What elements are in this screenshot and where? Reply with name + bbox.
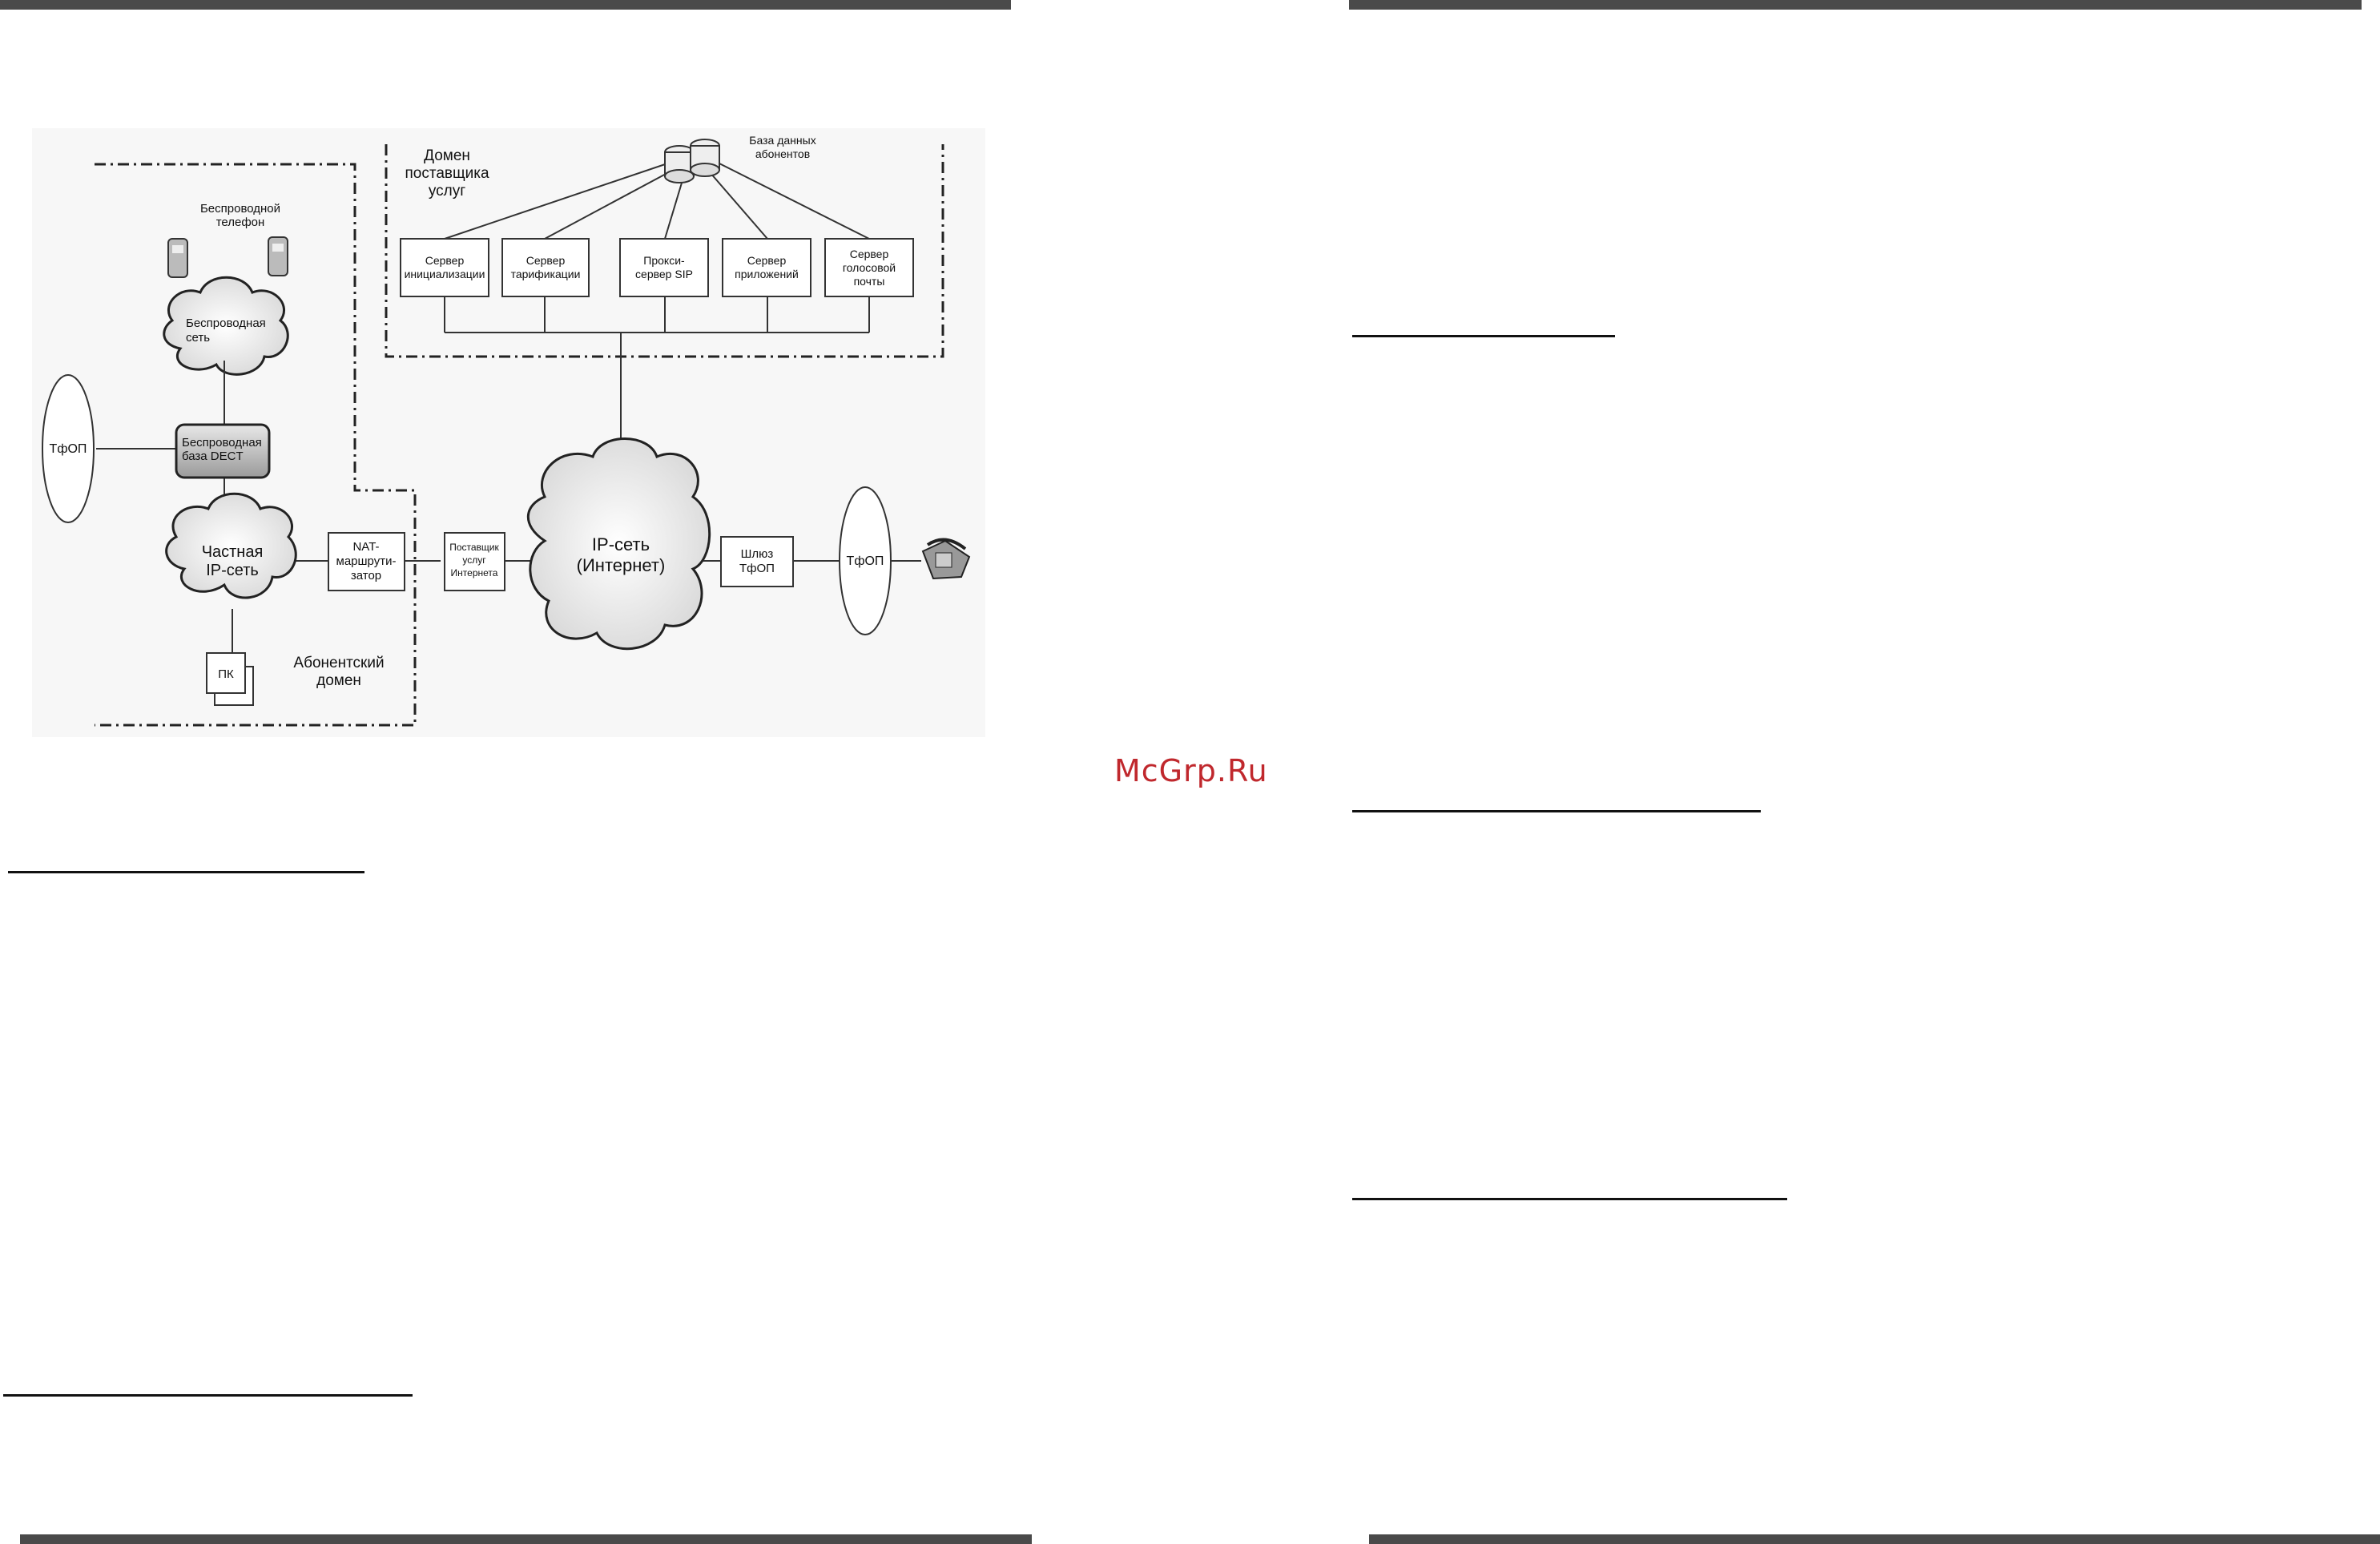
desk-phone-icon — [921, 538, 971, 580]
svg-text:сервер SIP: сервер SIP — [635, 268, 693, 280]
svg-text:База данных: База данных — [749, 134, 815, 147]
pstn-left: ТфОП — [42, 374, 95, 523]
internet-cloud: IP-сеть (Интернет) — [526, 437, 711, 651]
svg-text:Прокси-: Прокси- — [643, 254, 685, 267]
heading-rule-5 — [1352, 1198, 1787, 1200]
pstn-right: ТфОП — [839, 486, 892, 635]
cordless-phone-icon — [167, 236, 288, 278]
heading-rule-4 — [1352, 810, 1761, 812]
subscriber-domain-outline — [95, 163, 417, 727]
svg-text:ПК: ПК — [218, 667, 234, 681]
svg-text:голосовой: голосовой — [843, 261, 896, 274]
isp-box: Поставщик услуг Интернета — [444, 532, 505, 591]
svg-text:Домен: Домен — [424, 147, 470, 164]
cordless-phone-label: Беспроводной телефон — [200, 202, 280, 229]
svg-text:Частная: Частная — [202, 543, 264, 561]
server-applications: Сервер приложений — [722, 238, 811, 297]
svg-text:ТфОП: ТфОП — [739, 562, 775, 575]
dect-base: Беспроводная база DECT — [175, 423, 271, 479]
svg-text:IP-сеть: IP-сеть — [206, 562, 259, 579]
svg-text:Интернета: Интернета — [451, 567, 498, 578]
server-sip-proxy: Прокси- сервер SIP — [619, 238, 709, 297]
heading-rule-3 — [1352, 335, 1615, 337]
database-icon — [664, 139, 720, 183]
watermark: McGrp.Ru — [1114, 753, 1268, 788]
server-initialization: Сервер инициализации — [400, 238, 489, 297]
svg-text:Шлюз: Шлюз — [741, 547, 774, 561]
connectors — [96, 159, 921, 653]
svg-text:Беспроводная: Беспроводная — [186, 316, 266, 330]
svg-text:абонентов: абонентов — [755, 147, 810, 160]
heading-rule-2 — [3, 1394, 413, 1397]
svg-text:Сервер: Сервер — [747, 254, 787, 267]
nat-router: NAT- маршрути- затор — [328, 532, 405, 591]
svg-text:маршрути-: маршрути- — [336, 554, 397, 568]
svg-text:затор: затор — [351, 569, 381, 583]
svg-text:Поставщик: Поставщик — [449, 542, 499, 553]
svg-text:телефон: телефон — [216, 216, 265, 229]
network-diagram: Домен поставщика услуг База данных абоне… — [32, 128, 985, 737]
provider-domain-label: Домен поставщика услуг — [405, 147, 489, 200]
server-voicemail: Сервер голосовой почты — [824, 238, 914, 297]
subscriber-db-label: База данных абонентов — [749, 134, 815, 160]
private-ip-cloud: Частная IP-сеть — [165, 492, 297, 599]
svg-text:(Интернет): (Интернет) — [577, 555, 666, 575]
pc-icon: ПК — [206, 652, 254, 706]
top-bar-right — [1349, 0, 2362, 10]
svg-text:инициализации: инициализации — [405, 268, 485, 280]
svg-text:услуг: услуг — [462, 554, 486, 566]
svg-text:Сервер: Сервер — [526, 254, 566, 267]
subscriber-domain-label: Абонентский домен — [293, 655, 384, 689]
svg-text:поставщика: поставщика — [405, 165, 489, 182]
svg-text:почты: почты — [854, 275, 885, 288]
bottom-bar-right — [1369, 1534, 2380, 1544]
svg-text:ТфОП: ТфОП — [847, 554, 884, 568]
svg-text:NAT-: NAT- — [352, 540, 379, 554]
pstn-gateway: Шлюз ТфОП — [720, 536, 794, 587]
server-billing: Сервер тарификации — [501, 238, 590, 297]
top-bar-left — [0, 0, 1011, 10]
svg-text:IP-сеть: IP-сеть — [592, 534, 650, 554]
svg-text:услуг: услуг — [429, 183, 465, 200]
svg-text:ТфОП: ТфОП — [50, 442, 87, 456]
svg-text:Абонентский: Абонентский — [293, 655, 384, 671]
heading-rule-1 — [8, 871, 364, 873]
svg-text:база DECT: база DECT — [182, 449, 244, 463]
svg-text:Беспроводная: Беспроводная — [182, 436, 262, 449]
svg-text:Сервер: Сервер — [850, 248, 889, 260]
svg-text:тарификации: тарификации — [511, 268, 581, 280]
svg-text:Сервер: Сервер — [425, 254, 465, 267]
svg-text:приложений: приложений — [735, 268, 799, 280]
svg-text:Беспроводной: Беспроводной — [200, 202, 280, 216]
bottom-bar-left — [20, 1534, 1032, 1544]
svg-text:сеть: сеть — [186, 331, 210, 345]
provider-domain-outline — [385, 144, 944, 358]
svg-text:домен: домен — [316, 672, 361, 689]
wireless-network-cloud: Беспроводная сеть — [163, 276, 289, 376]
